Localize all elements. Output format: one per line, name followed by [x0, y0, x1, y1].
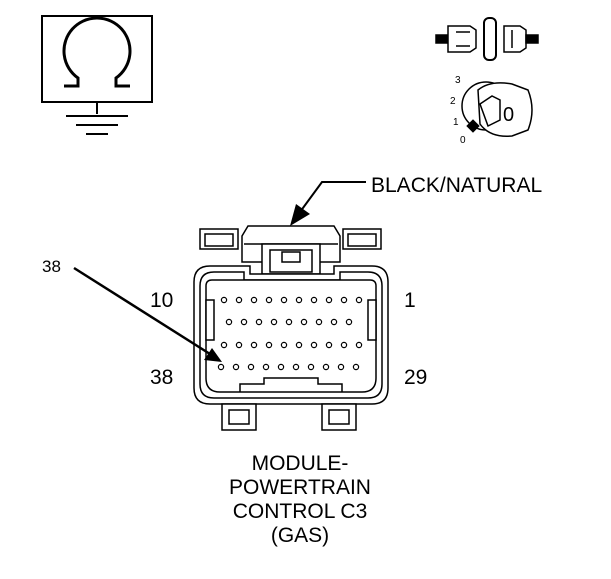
pin-cavity [280, 296, 288, 304]
probe-arrow [73, 266, 222, 362]
pin-cavity [225, 318, 233, 326]
pin-cavity [232, 363, 240, 371]
pin-cavity [280, 341, 288, 349]
pin-cavity [355, 341, 363, 349]
connector-color-label: BLACK/NATURAL [371, 174, 542, 197]
pin-cavity [315, 318, 323, 326]
pin-cavity [235, 296, 243, 304]
pin-cavity [325, 296, 333, 304]
pin-cavity [220, 341, 228, 349]
caption-line-1: MODULE- [251, 452, 349, 475]
pin-cavity [255, 318, 263, 326]
key-position-3: 3 [455, 75, 461, 86]
pin-cavity [247, 363, 255, 371]
key-position-2: 2 [450, 96, 456, 107]
pin-cavity [345, 318, 353, 326]
pin-cavity [285, 318, 293, 326]
pin-cavity [235, 341, 243, 349]
pin-cavity [292, 363, 300, 371]
pin-cavity [340, 341, 348, 349]
pin-cavity [310, 296, 318, 304]
pin-cavity [265, 341, 273, 349]
pin-cavity [240, 318, 248, 326]
pin-grid [217, 296, 363, 371]
pin-cavity [352, 363, 360, 371]
pin-cavity [295, 341, 303, 349]
key-position-0: 0 [460, 135, 466, 146]
pin-cavity [307, 363, 315, 371]
pin-label-top-left: 10 [150, 289, 173, 312]
probe-pin-label: 38 [42, 257, 61, 276]
pin-cavity [250, 341, 258, 349]
pin-cavity [340, 296, 348, 304]
pin-cavity [217, 363, 225, 371]
pin-cavity [355, 296, 363, 304]
pin-label-bottom-left: 38 [150, 366, 173, 389]
pin-label-top-right: 1 [404, 289, 416, 312]
pin-cavity [270, 318, 278, 326]
color-leader-arrow [290, 181, 366, 226]
key-position-1: 1 [453, 117, 459, 128]
pin-cavity [330, 318, 338, 326]
pin-cavity [337, 363, 345, 371]
pin-cavity [325, 341, 333, 349]
caption-line-3: CONTROL C3 [232, 500, 368, 523]
pin-label-bottom-right: 29 [404, 366, 427, 389]
caption-line-2: POWERTRAIN [229, 476, 371, 499]
key-current-position: 0 [503, 104, 514, 126]
pin-cavity [300, 318, 308, 326]
pin-cavity [220, 296, 228, 304]
caption-line-4: (GAS) [270, 524, 330, 547]
pin-cavity [322, 363, 330, 371]
pin-cavity [277, 363, 285, 371]
pin-cavity [265, 296, 273, 304]
ignition-key-switch-icon [461, 81, 533, 137]
pin-cavity [310, 341, 318, 349]
connector-separation-icon [435, 17, 539, 61]
pin-cavity [262, 363, 270, 371]
connector-body [193, 225, 389, 431]
connector-caption: MODULE- POWERTRAIN CONTROL C3 (GAS) [180, 452, 420, 548]
pin-cavity [295, 296, 303, 304]
ohmmeter-icon [41, 15, 153, 135]
pin-cavity [250, 296, 258, 304]
